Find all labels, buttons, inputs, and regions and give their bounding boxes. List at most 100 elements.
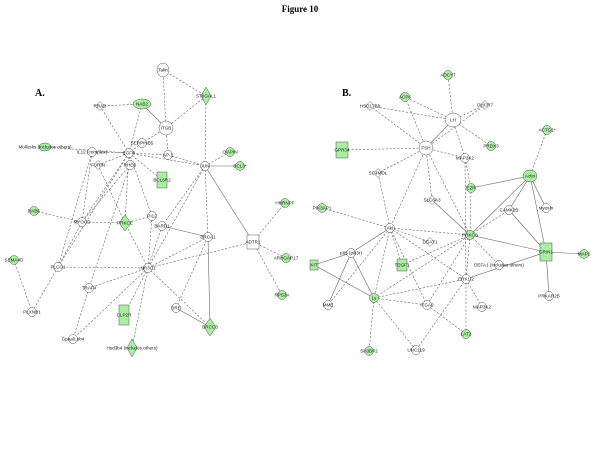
b-node-defa1[interactable]: DEFA1 (includes others)	[474, 260, 524, 270]
a-node-egfr[interactable]: EGFR	[123, 148, 136, 158]
a-edge-nr3c1-plcg1	[57, 266, 149, 269]
a-node-rps3a[interactable]: RPS3A	[274, 290, 290, 300]
node-label: ITGB	[161, 126, 172, 131]
b-node-actin[interactable]: Actin	[522, 169, 538, 183]
node-label: CAMK2B	[500, 208, 519, 213]
node-label: TDGF1	[394, 263, 410, 268]
node-label: MAP3K2	[473, 305, 492, 310]
b-node-dgat1[interactable]: DGAT1	[423, 237, 438, 247]
a-node-brca1[interactable]: BRCA1	[200, 232, 216, 242]
a-node-rab6[interactable]: RAB6	[28, 206, 40, 216]
node-shape	[124, 148, 134, 158]
b-node-ly[interactable]: Ly	[369, 293, 379, 303]
b-node-map3k2[interactable]: MAP3K2	[473, 302, 492, 312]
a-node-pi12[interactable]: PI12	[147, 211, 157, 221]
node-shape	[126, 338, 138, 358]
node-label: TRAF4	[82, 286, 97, 291]
b-node-gpr34[interactable]: GPR34	[334, 141, 350, 159]
b-node-kit[interactable]: KIT	[309, 259, 319, 271]
b-node-sc4mol[interactable]: SC4MOL	[369, 168, 388, 178]
node-label: BCL6R2	[153, 178, 171, 183]
a-node-brcc3[interactable]: BRCC3	[202, 317, 218, 337]
a-edge-nr3c1-hsd3b4	[131, 267, 149, 349]
a-node-serpinb5[interactable]: SERPINB5	[131, 138, 154, 148]
a-node-rheb[interactable]: RHEB	[124, 160, 137, 170]
a-node-il12[interactable]: IL12 (complex)	[77, 147, 108, 157]
a-node-hnrnpf[interactable]: HNRNPF	[275, 198, 295, 208]
b-node-ezr[interactable]: EZR	[466, 183, 476, 193]
a-node-ciapin1[interactable]: CIAPIN	[222, 147, 238, 157]
node-label: JUN	[201, 164, 210, 169]
b-node-map2[interactable]: MAP2	[578, 249, 591, 259]
b-node-hsd17b8[interactable]: HSD17B8	[360, 101, 381, 111]
a-node-nr3c1[interactable]: NR3C1	[140, 263, 156, 273]
node-label: BARD1	[154, 224, 170, 229]
b-node-pik3ap1[interactable]: PIK3AP1	[313, 203, 332, 213]
b-node-slc6a3[interactable]: SLC6A3	[423, 195, 441, 205]
b-node-itga2[interactable]: ITGA2	[420, 300, 434, 310]
node-label: HSD17B8	[360, 104, 381, 109]
a-node-nab2[interactable]: NAB2	[132, 98, 152, 110]
a-node-mollusks[interactable]: Mollusks (includes others)	[18, 142, 72, 152]
node-shape	[461, 274, 471, 284]
a-node-bre[interactable]: BRE	[171, 303, 181, 313]
node-shape	[246, 234, 260, 250]
b-node-mme[interactable]: MME	[323, 300, 334, 310]
b-node-camk2b[interactable]: CAMK2B	[500, 205, 519, 215]
node-shape	[486, 141, 496, 151]
node-shape	[317, 203, 327, 213]
a-node-furin[interactable]: FURIN	[91, 160, 105, 170]
a-node-myocd[interactable]: MYOCD	[73, 217, 91, 227]
a-node-traf4[interactable]: TRAF4	[82, 283, 97, 293]
b-node-fsh[interactable]: FSH	[418, 140, 434, 156]
b-node-prkcb[interactable]: PRKCB	[462, 230, 478, 240]
b-node-unc119[interactable]: UNC119	[407, 345, 425, 355]
a-node-rrad[interactable]: RRAD	[93, 101, 107, 111]
node-label: LAT2	[461, 332, 472, 337]
a-node-clp2r[interactable]: CLP2R	[117, 304, 132, 326]
node-label: MAP2K2	[456, 156, 475, 161]
a-node-bard1[interactable]: BARD1	[154, 221, 170, 231]
a-node-gpaa[interactable]: Gpaa/Lbb4	[62, 334, 85, 344]
b-node-tdgf1[interactable]: TDGF1	[394, 258, 410, 272]
b-node-akt[interactable]: Akt	[385, 223, 395, 233]
node-label: BCL3*	[233, 164, 246, 169]
a-node-prkce[interactable]: PRKCE	[117, 214, 133, 232]
a-node-ap1[interactable]: AP-1	[163, 150, 174, 160]
a-node-sema4d[interactable]: SEMA4D	[5, 255, 25, 265]
a-node-bcl3[interactable]: BCL3*	[233, 161, 247, 171]
a-node-talin[interactable]: Talin	[156, 62, 170, 78]
a-node-plcg1[interactable]: PLCG1	[50, 262, 66, 272]
b-node-dhcr7[interactable]: DHCR7	[477, 100, 493, 110]
b-edge-lat2-itga2	[426, 304, 467, 335]
b-node-map2k2[interactable]: MAP2K2	[456, 153, 475, 163]
b-node-actg1[interactable]: ACTG1*	[538, 125, 556, 135]
b-node-p85[interactable]: p85 (pik3r)	[340, 248, 362, 258]
b-node-myosin[interactable]: Myosin	[539, 203, 554, 213]
a-node-hsd3b4[interactable]: Hsd3b4 (includes others)	[106, 338, 158, 358]
a-node-plxnb1[interactable]: PLXNB1	[23, 307, 41, 317]
b-node-erk12[interactable]: ERK1/2	[458, 274, 474, 284]
b-node-prdx3[interactable]: PRDX3	[483, 141, 499, 151]
b-edge-prkcb-defa1	[469, 234, 500, 266]
a-node-st6gal1[interactable]: ST6GAL1	[196, 86, 217, 106]
a-node-bclsr2[interactable]: BCL6R2	[153, 171, 171, 189]
b-node-acp6[interactable]: ACP6	[399, 92, 411, 102]
a-node-itgb[interactable]: ITGB	[158, 120, 174, 136]
b-node-grin1[interactable]: GRIN1	[539, 242, 553, 262]
b-node-sh3bp2[interactable]: SH3BP2	[360, 346, 378, 356]
b-node-prkar2b[interactable]: PRKAR2B	[538, 291, 560, 301]
a-node-adtr1[interactable]: ADTR1	[245, 234, 261, 250]
a-node-jun[interactable]: JUN	[200, 161, 210, 171]
b-node-adcy7[interactable]: ADCY7	[440, 70, 456, 80]
b-node-lat2[interactable]: LAT2	[461, 329, 472, 339]
node-shape	[364, 346, 374, 356]
node-shape	[539, 242, 553, 262]
b-node-lh[interactable]: LH	[444, 112, 462, 128]
node-shape	[444, 112, 462, 128]
b-edge-fsh-hsd17b8	[369, 105, 427, 149]
b-edge-prkcb-tdgf1	[401, 234, 471, 266]
a-node-arhgap17[interactable]: ARHGAP17	[274, 253, 299, 263]
